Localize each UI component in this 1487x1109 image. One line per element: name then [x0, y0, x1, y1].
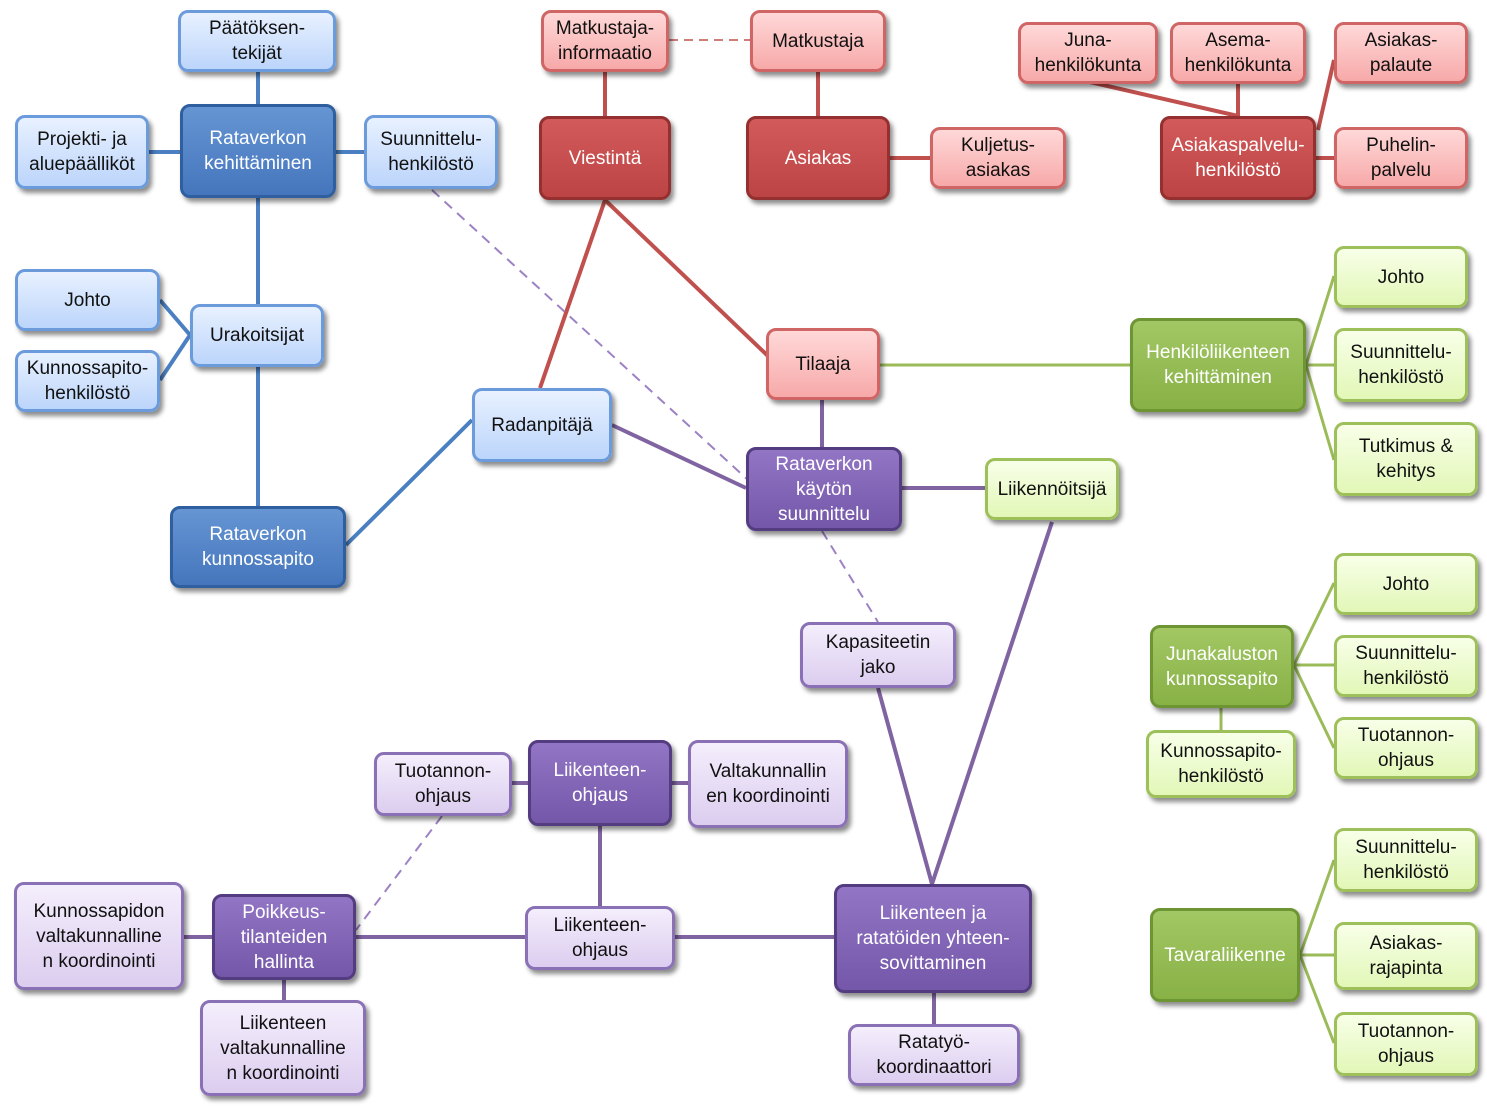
liikenteen-ja-ratatoiden-yhteensovittaminen-node: Liikenteen ja ratatöiden yhteen- sovitta… [834, 884, 1032, 993]
asiakaspalaute-node: Asiakas- palaute [1334, 22, 1468, 84]
kuljetusasiakas-node: Kuljetus- asiakas [930, 127, 1066, 189]
matkustajainformaatio-node: Matkustaja- informaatio [541, 10, 669, 72]
kapasiteetin-jako-node: Kapasiteetin jako [800, 622, 956, 688]
kunnossapitohenkilosto-green2-node: Kunnossapito- henkilöstö [1146, 730, 1296, 798]
tilaaja-node: Tilaaja [766, 328, 880, 400]
liikennoitsija-node: Liikennöitsijä [985, 458, 1119, 520]
suunnitteluhenkilosto-green3-node: Suunnittelu- henkilöstö [1334, 828, 1478, 892]
johto-blue-node: Johto [15, 269, 160, 331]
suunnitteluhenkilosto-green1-node: Suunnittelu- henkilöstö [1334, 328, 1468, 402]
liikenteen-valtakunnallinen-koordinointi-node: Liikenteen valtakunnalline n koordinoint… [200, 1000, 366, 1096]
asiakaspalveluhenkilosto-node: Asiakaspalvelu- henkilöstö [1160, 116, 1316, 200]
tuotannonohjaus-purple-node: Tuotannon- ohjaus [374, 752, 512, 816]
rataverkon-kunnossapito-node: Rataverkon kunnossapito [170, 506, 346, 588]
junahenkilokunta-node: Juna- henkilökunta [1018, 22, 1158, 84]
tutkimus-kehitys-node: Tutkimus & kehitys [1334, 422, 1478, 496]
tuotannonohjaus-green2-node: Tuotannon- ohjaus [1334, 717, 1478, 779]
paatoksentekijat-node: Päätöksen- tekijät [178, 10, 336, 72]
green-connectors [880, 275, 1336, 1044]
projekti-aluepaallikot-node: Projekti- ja aluepäälliköt [15, 115, 149, 189]
junakaluston-kunnossapito-node: Junakaluston kunnossapito [1150, 625, 1294, 708]
purple-dash-connectors [355, 189, 879, 931]
suunnitteluhenkilosto-green2-node: Suunnittelu- henkilöstö [1334, 635, 1478, 697]
red-connectors [538, 59, 1336, 389]
urakoitsijat-node: Urakoitsijat [190, 304, 324, 367]
matkustaja-node: Matkustaja [750, 10, 886, 72]
asemahenkilokunta-node: Asema- henkilökunta [1170, 22, 1306, 84]
tavaraliikenne-node: Tavaraliikenne [1150, 908, 1300, 1002]
ratatyokoordinaattori-node: Ratatyö- koordinaattori [848, 1024, 1020, 1086]
kunnossapitohenkilosto-blue-node: Kunnossapito- henkilöstö [15, 350, 160, 412]
poikkeustilanteiden-hallinta-node: Poikkeus- tilanteiden hallinta [212, 894, 356, 980]
puhelinpalvelu-node: Puhelin- palvelu [1334, 127, 1468, 189]
viestinta-node: Viestintä [539, 116, 671, 200]
radanpitaja-node: Radanpitäjä [472, 388, 612, 462]
rataverkon-kayton-suunnittelu-node: Rataverkon käytön suunnittelu [746, 447, 902, 531]
liikenteenohjaus-dark-node: Liikenteen- ohjaus [528, 740, 672, 826]
suunnitteluhenkilosto-blue-node: Suunnittelu- henkilöstö [364, 115, 498, 189]
valtakunnallinen-koordinointi-node: Valtakunnallin en koordinointi [688, 740, 848, 828]
johto-green2-node: Johto [1334, 553, 1478, 615]
asiakasrajapinta-node: Asiakas- rajapinta [1334, 922, 1478, 990]
kunnossapidon-valtakunnallinen-koordinointi-node: Kunnossapidon valtakunnalline n koordino… [14, 882, 184, 990]
blue-connectors [148, 70, 474, 547]
asiakas-node: Asiakas [746, 116, 890, 200]
liikenteenohjaus-light-node: Liikenteen- ohjaus [525, 906, 675, 970]
henkiloliikenteen-kehittaminen-node: Henkilöliikenteen kehittäminen [1130, 318, 1306, 412]
tuotannonohjaus-green3-node: Tuotannon- ohjaus [1334, 1012, 1478, 1076]
purple-connectors [184, 400, 1054, 1024]
rataverkon-kehittaminen-node: Rataverkon kehittäminen [180, 104, 336, 198]
johto-green1-node: Johto [1334, 246, 1468, 308]
